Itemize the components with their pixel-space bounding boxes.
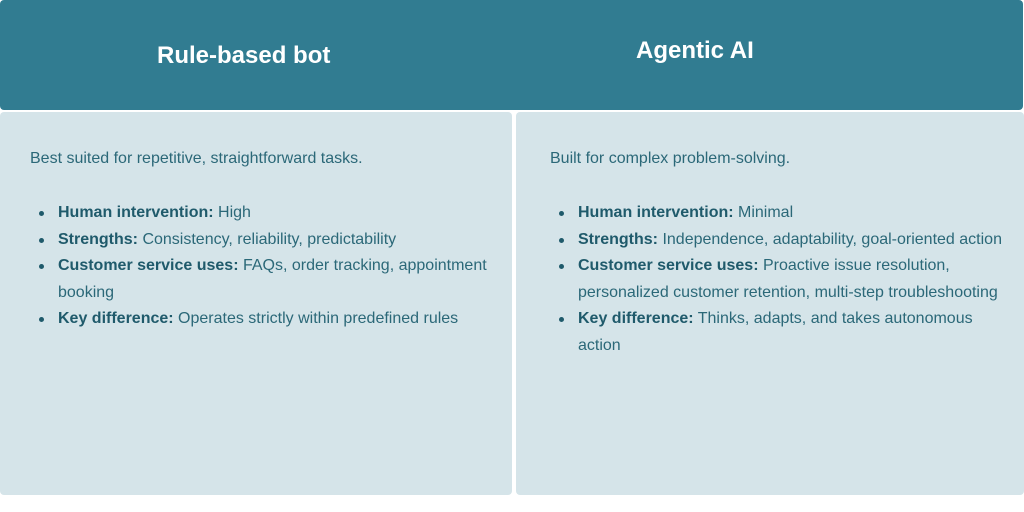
point-value: Operates strictly within predefined rule… (178, 310, 459, 327)
point-key-difference: Key difference: Operates strictly within… (38, 306, 488, 333)
point-value: FAQs, order tracking, appointment bookin… (58, 257, 487, 301)
point-value: Thinks, adapts, and takes autonomous act… (578, 310, 973, 354)
point-value: Consistency, reliability, predictability (142, 230, 397, 248)
point-term: Customer service uses: (58, 257, 239, 274)
agentic-ai-points: Human intervention: Minimal Strengths: I… (558, 200, 1010, 359)
bullet-icon (559, 237, 564, 243)
rule-based-bot-panel: Best suited for repetitive, straightforw… (0, 112, 512, 495)
bullet-icon (39, 237, 44, 243)
point-term: Key difference: (58, 310, 174, 327)
point-term: Strengths: (578, 230, 658, 248)
rule-based-bot-intro: Best suited for repetitive, straightforw… (30, 150, 363, 167)
point-value: Minimal (738, 204, 794, 221)
point-term: Strengths: (58, 230, 138, 248)
point-value: High (218, 204, 251, 221)
bullet-icon (559, 317, 564, 322)
bullet-icon (39, 264, 44, 269)
agentic-ai-intro: Built for complex problem-solving. (550, 150, 791, 167)
point-human-intervention: Human intervention: Minimal (558, 200, 1010, 227)
point-customer-service-uses: Customer service uses: FAQs, order track… (38, 253, 488, 306)
point-strengths: Strengths: Independence, adaptability, g… (558, 227, 1010, 254)
point-customer-service-uses: Customer service uses: Proactive issue r… (558, 253, 1010, 306)
agentic-ai-heading: Agentic AI (636, 37, 754, 64)
point-human-intervention: Human intervention: High (38, 200, 488, 227)
rule-based-bot-heading: Rule-based bot (157, 42, 331, 69)
bullet-icon (39, 211, 44, 216)
comparison-header: Rule-based bot Agentic AI (0, 0, 1023, 110)
point-strengths: Strengths: Consistency, reliability, pre… (38, 227, 488, 254)
point-key-difference: Key difference: Thinks, adapts, and take… (558, 306, 1010, 359)
point-value: Independence, adaptability, goal-oriente… (662, 230, 1002, 248)
point-term: Customer service uses: (578, 257, 759, 274)
bullet-icon (559, 264, 564, 269)
agentic-ai-panel: Built for complex problem-solving. Human… (516, 112, 1024, 495)
bullet-icon (559, 211, 564, 216)
rule-based-bot-points: Human intervention: High Strengths: Cons… (38, 200, 488, 333)
point-value: Proactive issue resolution, personalized… (578, 257, 998, 301)
point-term: Human intervention: (578, 204, 734, 221)
point-term: Human intervention: (58, 204, 214, 221)
point-term: Key difference: (578, 310, 694, 327)
bullet-icon (39, 317, 44, 322)
